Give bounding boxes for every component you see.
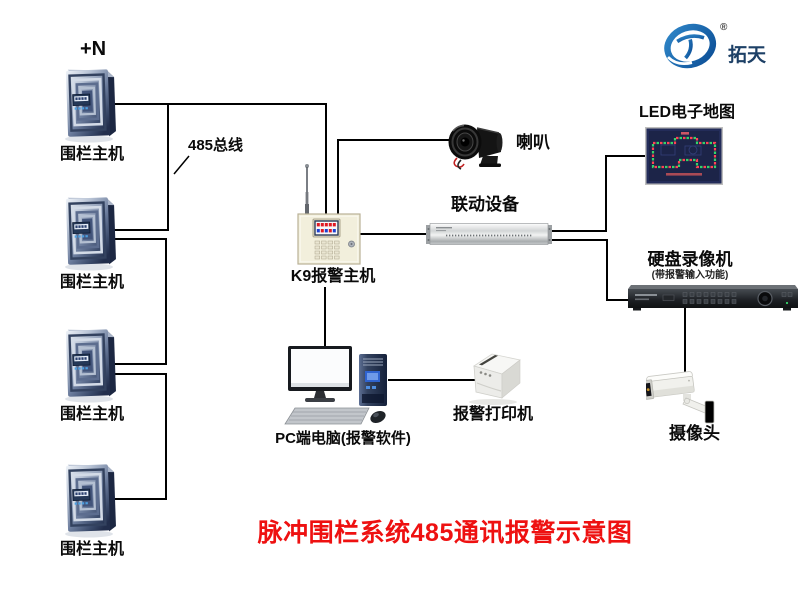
led-map-image [645,127,723,185]
label-dvr-note: (带报警输入功能) [651,270,729,281]
label-pc: PC端电脑(报警软件) [275,430,411,447]
printer-image [464,350,526,406]
k9-alarm-host-image [296,160,364,268]
dvr-image [625,283,799,313]
label-printer: 报警打印机 [453,406,534,423]
fence-host-4-image [62,459,122,539]
label-fence-host-4: 围栏主机 [59,541,124,558]
label-led-map: LED电子地图 [639,104,736,121]
label-k9-host: K9报警主机 [290,268,376,285]
brand-name: 拓天 [728,45,767,66]
label-camera: 摄像头 [669,424,720,443]
label-fence-host-2: 围栏主机 [59,274,124,291]
label-485-bus: 485总线 [188,137,244,154]
registered-mark: ® [720,22,728,33]
label-fence-host-3: 围栏主机 [59,406,124,423]
linkage-device-image [426,221,552,248]
camera-image [646,370,722,424]
speaker-horn-image [447,116,509,172]
fence-host-2-image [62,192,122,272]
pc-workstation-image [283,344,393,428]
label-dvr: 硬盘录像机 [647,250,733,269]
fence-host-3-image [62,324,122,404]
brand-logo-icon [664,23,717,69]
diagram-title: 脉冲围栏系统485通讯报警示意图 [257,519,633,547]
label-speaker: 喇叭 [516,133,550,152]
brand-logo: ® 拓天 [664,22,794,74]
label-fence-host-1: 围栏主机 [59,146,124,163]
label-plus-n: +N [80,38,107,60]
fence-host-1-image [62,64,122,144]
label-linkage-device: 联动设备 [451,195,519,214]
